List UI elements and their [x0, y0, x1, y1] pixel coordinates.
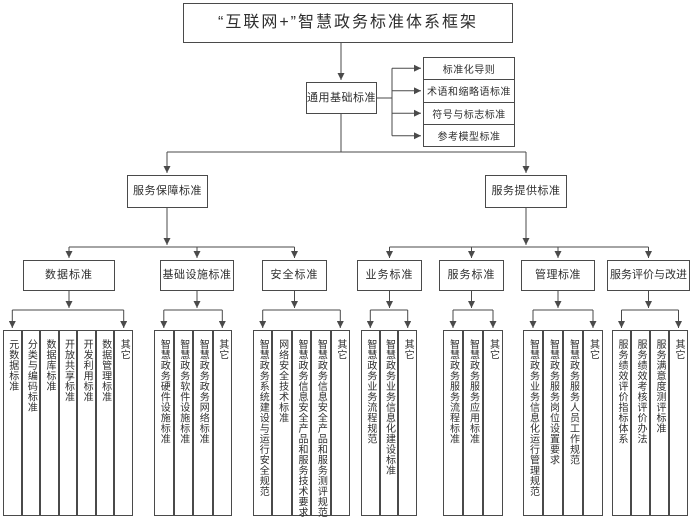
leaf-column: 智慧政务业务信息化运行管理规范: [523, 330, 543, 516]
leaf-column: 智慧政务系统建设与运行安全规范: [253, 330, 273, 516]
leaf-column: 智慧政务服务流程标准: [443, 330, 463, 516]
leaf-column: 其它: [483, 330, 503, 516]
leaf-column: 智慧政务政务网络标准: [193, 330, 213, 516]
leaf-column: 智慧政务服务岗位设置要求: [543, 330, 563, 516]
node-management-standard: 管理标准: [521, 260, 595, 291]
leaf-column: 网络安全技术标准: [272, 330, 292, 516]
leaf-column: 服务满意度测评标准: [650, 330, 669, 516]
service-standard-columns: 智慧政务服务流程标准 智慧政务服务应用标准 其它: [443, 330, 503, 516]
general-children-stack: 标准化导则 术语和缩略语标准 符号与标志标准 参考模型标准: [423, 57, 515, 147]
security-standard-columns: 智慧政务系统建设与运行安全规范 网络安全技术标准 智慧政务信息安全产品和服务技术…: [253, 330, 351, 518]
leaf-column: 开放共享标准: [58, 330, 78, 516]
leaf-column: 数据库标准: [40, 330, 59, 516]
leaf-column: 其它: [114, 330, 134, 516]
leaf-column: 其它: [398, 330, 418, 516]
leaf-column: 智慧政务信息安全产品和服务技术要求: [291, 330, 312, 518]
node-general-basic-standard: 通用基础标准: [306, 82, 377, 114]
node-security-standard: 安全标准: [262, 260, 327, 291]
leaf-column: 其它: [330, 330, 351, 516]
diagram-title: “互联网+”智慧政务标准体系框架: [183, 3, 513, 43]
infrastructure-standard-columns: 智慧政务硬件设施标准 智慧政务软件设施标准 智慧政务政务网络标准 其它: [154, 330, 232, 516]
data-standard-columns: 元数据标准 分类与编码标准 数据库标准 开放共享标准 开发利用标准 数据管理标准…: [3, 330, 134, 516]
node-reference-model-standard: 参考模型标准: [423, 123, 515, 147]
node-data-standard: 数据标准: [23, 260, 115, 291]
leaf-column: 服务绩效考核评价办法: [631, 330, 650, 516]
leaf-column: 其它: [669, 330, 688, 516]
leaf-column: 数据管理标准: [95, 330, 115, 516]
leaf-column: 智慧政务服务应用标准: [463, 330, 483, 516]
node-symbol-sign-standard: 符号与标志标准: [423, 101, 515, 125]
node-standardization-guideline: 标准化导则: [423, 57, 515, 81]
node-business-standard: 业务标准: [357, 260, 422, 291]
leaf-column: 开发利用标准: [77, 330, 96, 516]
business-standard-columns: 智慧政务业务流程规范 智慧政务业务信息化建设标准 其它: [361, 330, 418, 516]
node-terminology-abbreviation-standard: 术语和缩略语标准: [423, 79, 515, 103]
node-infrastructure-standard: 基础设施标准: [160, 260, 234, 291]
leaf-column: 智慧政务软件设施标准: [173, 330, 193, 516]
leaf-column: 智慧政务业务信息化建设标准: [379, 330, 399, 516]
leaf-column: 智慧政务硬件设施标准: [154, 330, 174, 516]
leaf-column: 智慧政务服务人员工作规范: [563, 330, 583, 516]
leaf-column: 元数据标准: [3, 330, 22, 516]
management-standard-columns: 智慧政务业务信息化运行管理规范 智慧政务服务岗位设置要求 智慧政务服务人员工作规…: [523, 330, 603, 516]
node-service-evaluation-improvement: 服务评价与改进: [607, 260, 690, 291]
leaf-column: 服务绩效评价指标体系: [612, 330, 631, 516]
leaf-column: 分类与编码标准: [21, 330, 41, 516]
evaluation-improvement-columns: 服务绩效评价指标体系 服务绩效考核评价办法 服务满意度测评标准 其它: [612, 330, 688, 516]
leaf-column: 智慧政务信息安全产品和服务测评规范: [311, 330, 331, 518]
node-service-provision-standard: 服务提供标准: [485, 175, 567, 208]
leaf-column: 其它: [583, 330, 603, 516]
leaf-column: 其它: [212, 330, 232, 516]
leaf-column: 智慧政务业务流程规范: [361, 330, 380, 516]
node-service-assurance-standard: 服务保障标准: [127, 175, 208, 208]
node-service-standard: 服务标准: [439, 260, 504, 291]
